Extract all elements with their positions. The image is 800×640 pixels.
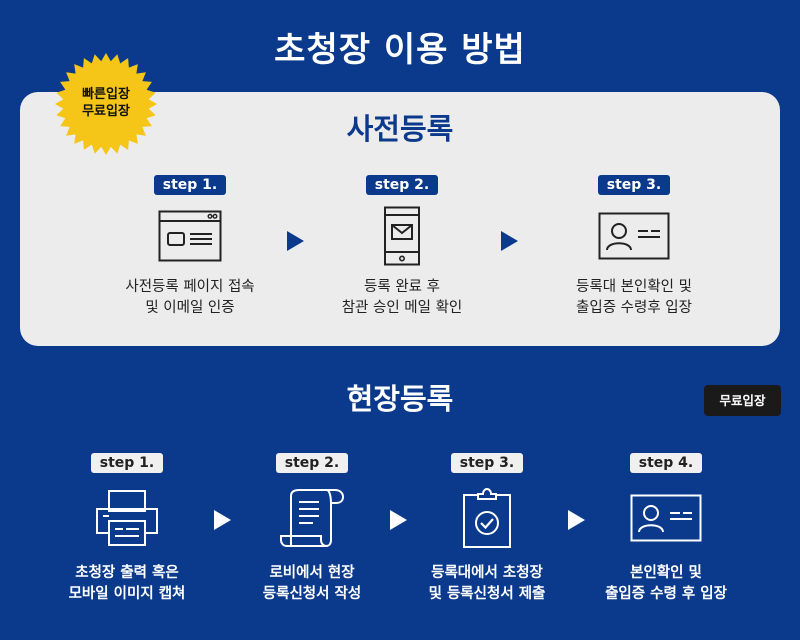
step-desc-line1: 등록대에서 초청장	[431, 565, 543, 581]
step-desc-line2: 모바일 이미지 캡쳐	[68, 586, 186, 602]
step-label: step 2.	[275, 453, 349, 473]
badge-line2: 무료입장	[82, 104, 130, 119]
pre-step-1: step 1. 사전등록 페이지 접속 및 이메일 인증	[80, 174, 300, 319]
arrow-right-icon	[568, 510, 585, 530]
clipboard-check-icon	[463, 487, 511, 548]
id-card-icon	[598, 212, 670, 260]
arrow-right-icon	[390, 510, 407, 530]
step-label: step 1.	[90, 453, 164, 473]
onsite-registration-title: 현장등록	[346, 382, 454, 416]
step-desc-line1: 초청장 출력 혹은	[75, 565, 179, 581]
arrow-right-icon	[501, 231, 518, 251]
document-scroll-icon	[280, 489, 345, 547]
onsite-step-3: step 3. 등록대에서 초청장 및 등록신청서 제출	[387, 452, 587, 605]
badge-line1: 빠른입장	[82, 87, 130, 102]
onsite-step-2: step 2. 로비에서 현장 등록신청서 작성	[212, 452, 412, 605]
step-desc-line1: 등록대 본인확인 및	[576, 279, 692, 295]
step-label: step 4.	[629, 453, 703, 473]
browser-window-icon	[158, 210, 222, 262]
step-desc-line2: 및 이메일 인증	[145, 300, 235, 316]
step-desc-line1: 등록 완료 후	[364, 279, 440, 295]
free-entry-badge: 무료입장	[704, 385, 781, 416]
step-desc-line2: 참관 승인 메일 확인	[341, 300, 463, 316]
step-label: step 1.	[153, 175, 227, 195]
pre-registration-panel: 사전등록 step 1. 사전등록 페이지 접속 및 이메일 인증 step 2…	[20, 92, 780, 346]
pre-step-2: step 2. 등록 완료 후 참관 승인 메일 확인	[292, 174, 512, 319]
step-desc-line2: 출입증 수령 후 입장	[605, 586, 727, 602]
onsite-step-1: step 1. 초청장 출력 혹은 모바일 이미지 캡쳐	[27, 452, 227, 605]
pre-registration-title: 사전등록	[346, 112, 454, 146]
step-label: step 3.	[450, 453, 524, 473]
mobile-mail-icon	[384, 206, 420, 266]
step-label: step 2.	[365, 175, 439, 195]
page-title: 초청장 이용 방법	[274, 30, 526, 70]
arrow-right-icon	[214, 510, 231, 530]
pre-step-3: step 3. 등록대 본인확인 및 출입증 수령후 입장	[524, 174, 744, 319]
step-desc-line2: 출입증 수령후 입장	[576, 300, 692, 316]
step-desc-line2: 및 등록신청서 제출	[428, 586, 546, 602]
step-desc-line1: 로비에서 현장	[269, 565, 355, 581]
step-desc-line1: 사전등록 페이지 접속	[125, 279, 255, 295]
arrow-right-icon	[287, 231, 304, 251]
id-card-icon	[630, 494, 702, 542]
step-desc-line1: 본인확인 및	[630, 565, 702, 581]
printer-icon	[96, 490, 158, 546]
starburst-icon	[55, 53, 157, 155]
step-label: step 3.	[597, 175, 671, 195]
fast-entry-badge: 빠른입장 무료입장	[54, 52, 158, 156]
onsite-step-4: step 4. 본인확인 및 출입증 수령 후 입장	[566, 452, 766, 605]
step-desc-line2: 등록신청서 작성	[262, 586, 362, 602]
